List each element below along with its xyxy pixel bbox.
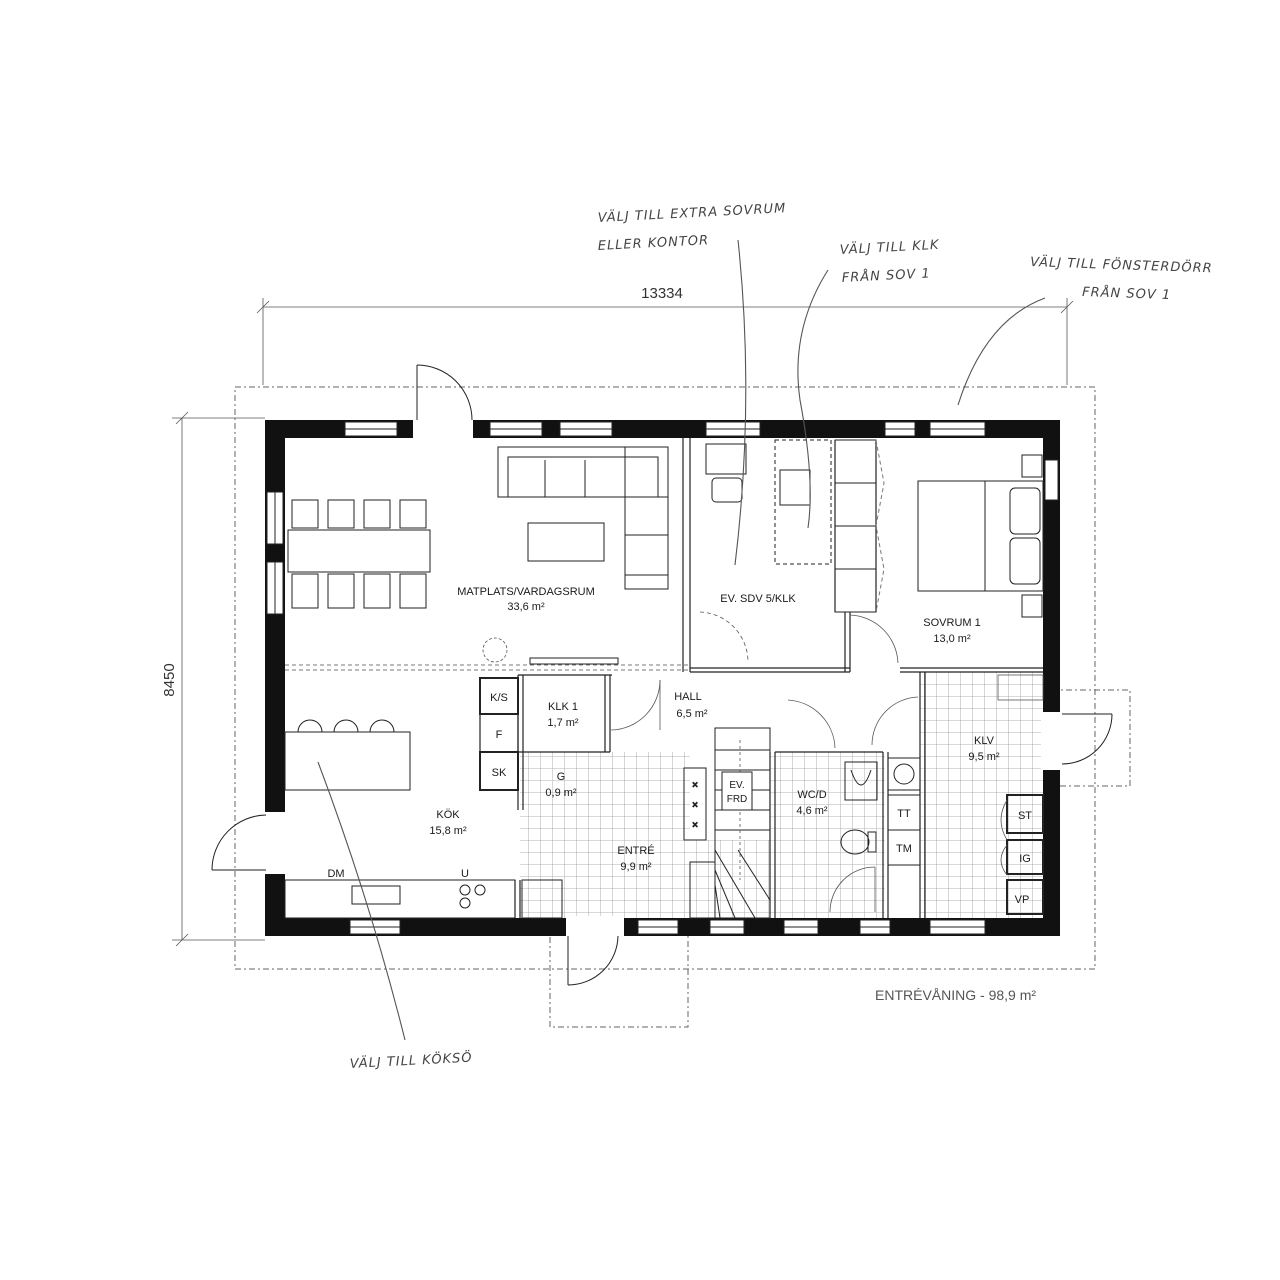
room-g-name: G xyxy=(557,771,566,783)
utility-units xyxy=(997,674,1044,915)
kitchen-island xyxy=(284,719,411,791)
svg-text:×: × xyxy=(692,820,698,831)
coat-bench: × × × xyxy=(521,767,707,919)
note-pointers xyxy=(317,239,1046,1041)
dining-table xyxy=(287,499,431,609)
room-klv-name: KLV xyxy=(974,735,995,747)
room-sov5-name: EV. SDV 5/KLK xyxy=(720,593,796,605)
height-label: 8450 xyxy=(161,663,178,696)
tall-units xyxy=(479,677,519,791)
plot-outline xyxy=(234,386,1096,970)
note-door-line2: FRÅN SOV 1 xyxy=(1082,284,1172,303)
kitchen-counter xyxy=(284,879,516,919)
note-klk-line2: FRÅN SOV 1 xyxy=(841,265,931,286)
room-hall-area: 6,5 m² xyxy=(676,708,708,720)
fixture-ev: EV. xyxy=(729,780,744,791)
wardrobe xyxy=(834,439,885,613)
sofa xyxy=(497,446,669,590)
fixture-f: F xyxy=(496,729,503,741)
width-dimension xyxy=(256,298,1074,385)
floor-area-caption: ENTRÉVÅNING - 98,9 m² xyxy=(875,987,1036,1003)
room-entre-area: 9,9 m² xyxy=(620,861,652,873)
note-kokso: VÄLJ TILL KÖKSÖ xyxy=(349,1049,473,1072)
room-klk1-area: 1,7 m² xyxy=(547,717,579,729)
room-sovrum1-name: SOVRUM 1 xyxy=(923,617,980,629)
room-matplats-name: MATPLATS/VARDAGSRUM xyxy=(457,586,595,598)
fixture-ig: IG xyxy=(1019,853,1031,865)
room-klv-area: 9,5 m² xyxy=(968,751,1000,763)
bathroom-fixtures xyxy=(840,757,921,866)
tv-bench xyxy=(529,657,619,665)
room-kok-name: KÖK xyxy=(436,809,460,821)
room-hall-name: HALL xyxy=(674,691,702,703)
freezer-box xyxy=(721,771,753,811)
room-entre-name: ENTRÉ xyxy=(617,844,654,857)
note-extra-line2: ELLER KONTOR xyxy=(597,233,709,254)
desk xyxy=(705,439,832,565)
side-porch-outline xyxy=(1051,689,1131,787)
height-dimension xyxy=(172,411,265,947)
svg-text:×: × xyxy=(692,800,698,811)
fixture-dm: DM xyxy=(327,868,344,880)
room-klk1-name: KLK 1 xyxy=(548,701,578,713)
fixture-u: U xyxy=(461,868,469,880)
fireplace xyxy=(482,637,508,663)
room-kok-area: 15,8 m² xyxy=(429,825,467,837)
double-bed xyxy=(917,454,1044,618)
room-sovrum1-area: 13,0 m² xyxy=(933,633,971,645)
windows xyxy=(266,421,1059,935)
fixture-frd: FRD xyxy=(727,794,748,805)
tiled-floor xyxy=(520,672,1045,920)
note-klk-line1: VÄLJ TILL KLK xyxy=(839,237,940,258)
fixture-vp: VP xyxy=(1015,894,1030,906)
width-label: 13334 xyxy=(641,285,683,302)
fixture-tm: TM xyxy=(896,843,912,855)
note-door-line1: VÄLJ TILL FÖNSTERDÖRR xyxy=(1030,253,1213,276)
room-wcd-area: 4,6 m² xyxy=(796,805,828,817)
interior-doors xyxy=(610,611,919,913)
svg-text:×: × xyxy=(692,780,698,791)
coffee-table xyxy=(527,522,605,562)
fixture-st: ST xyxy=(1018,810,1032,822)
room-g-area: 0,9 m² xyxy=(545,787,577,799)
fixture-tt: TT xyxy=(897,808,911,820)
exterior-doors xyxy=(211,364,1113,986)
porch-outline xyxy=(549,924,689,1028)
fixture-ks: K/S xyxy=(490,692,508,704)
room-matplats-area: 33,6 m² xyxy=(507,601,545,613)
fixture-sk: SK xyxy=(492,767,507,779)
room-wcd-name: WC/D xyxy=(797,789,826,801)
staircase xyxy=(689,727,771,919)
note-extra-line1: VÄLJ TILL EXTRA SOVRUM xyxy=(597,200,786,226)
